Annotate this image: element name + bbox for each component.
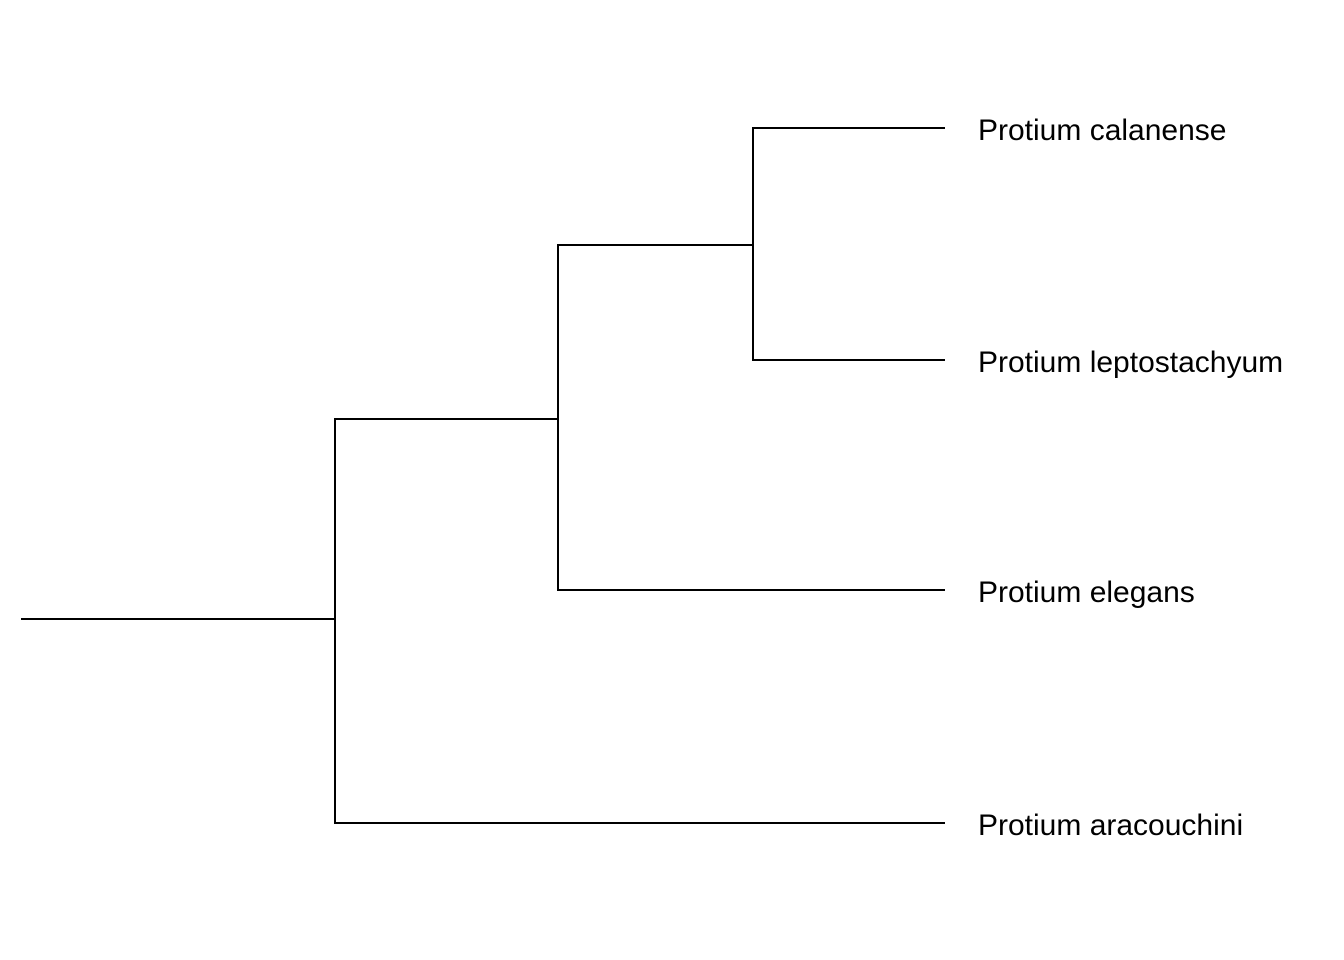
tip-label-calanense: Protium calanense — [978, 114, 1227, 147]
tip-label-leptostachyum: Protium leptostachyum — [978, 346, 1284, 379]
tip-label-elegans: Protium elegans — [978, 576, 1195, 609]
tip-label-aracouchini: Protium aracouchini — [978, 809, 1244, 842]
